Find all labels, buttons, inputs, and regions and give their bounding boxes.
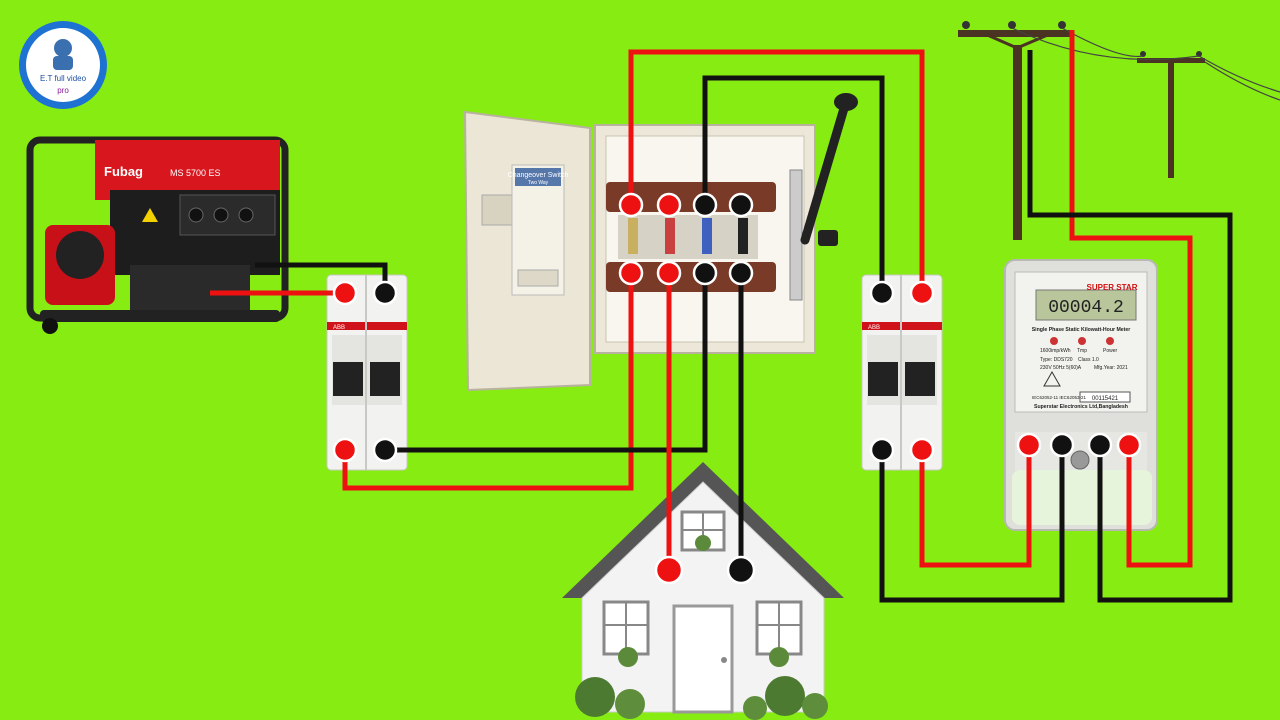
terminals (332, 192, 1142, 585)
changeover-switch-icon (463, 93, 858, 392)
wire-mcb2-neutral (879, 445, 1065, 603)
logo-line1: E.T full video (40, 74, 87, 83)
terminal (728, 260, 754, 286)
changeover-subtitle: Two Way (528, 180, 549, 186)
terminal (654, 555, 684, 585)
terminal (1016, 432, 1042, 458)
terminal (726, 555, 756, 585)
terminal (618, 192, 644, 218)
meter-mfg-year: Mfg.Year: 2021 (1094, 365, 1128, 371)
terminal (332, 437, 358, 463)
mcb-icon (326, 274, 943, 471)
meter-indicator-power: Power (1103, 348, 1118, 354)
changeover-title: Changeover Switch (508, 172, 569, 179)
channel-logo: E.T full video pro (19, 21, 107, 109)
utility-pole-icon (958, 21, 1280, 240)
meter-maker: Superstar Electronics Ltd,Bangladesh (1034, 404, 1128, 410)
logo-line2: pro (57, 86, 69, 95)
breaker-brand-right: ABB (868, 325, 880, 331)
terminal (909, 437, 935, 463)
terminal (332, 280, 358, 306)
wire-mcb1-live (342, 273, 634, 491)
terminal (372, 280, 398, 306)
meter-spec: 1600imp/kWh (1040, 348, 1071, 354)
wiring (210, 30, 1233, 603)
terminal (692, 260, 718, 286)
terminal (909, 280, 935, 306)
terminal (656, 260, 682, 286)
meter-indicator-tmp: Tmp (1077, 348, 1087, 354)
meter-serial: 00115421 (1092, 396, 1119, 402)
wire-mcb2-live (919, 445, 1032, 568)
meter-type: Type: DDS720 (1040, 357, 1073, 363)
energy-meter-icon (1004, 259, 1158, 531)
meter-standards: IEC62052-11 IEC62053-21 (1032, 395, 1086, 400)
meter-class: Class 1.0 (1078, 357, 1099, 363)
terminal (1087, 432, 1113, 458)
terminal (1049, 432, 1075, 458)
terminal (728, 192, 754, 218)
meter-title: Single Phase Static Kilowatt-Hour Meter (1032, 327, 1131, 333)
meter-display: 00004.2 (1048, 298, 1124, 318)
terminal (692, 192, 718, 218)
generator-model: MS 5700 ES (170, 168, 221, 178)
breaker-brand-left: ABB (333, 325, 345, 331)
terminal (1116, 432, 1142, 458)
terminal (869, 437, 895, 463)
wire-co-top-live (628, 49, 925, 293)
wire-mcb1-neutral (385, 273, 708, 453)
terminal (869, 280, 895, 306)
meter-rating: 230V 50Hz 5(60)A (1040, 365, 1082, 371)
terminal (618, 260, 644, 286)
generator-icon (26, 136, 289, 334)
terminal (656, 192, 682, 218)
wire-meter-neutral (1027, 50, 1233, 603)
terminal (372, 437, 398, 463)
meter-brand: SUPER STAR (1087, 283, 1138, 292)
labels: Fubag MS 5700 ES Changeover Switch Two W… (104, 164, 1138, 410)
house-icon (562, 462, 844, 720)
wire-co-top-neutral (702, 75, 885, 293)
generator-brand: Fubag (104, 164, 143, 179)
wire-meter-live (1069, 30, 1193, 568)
